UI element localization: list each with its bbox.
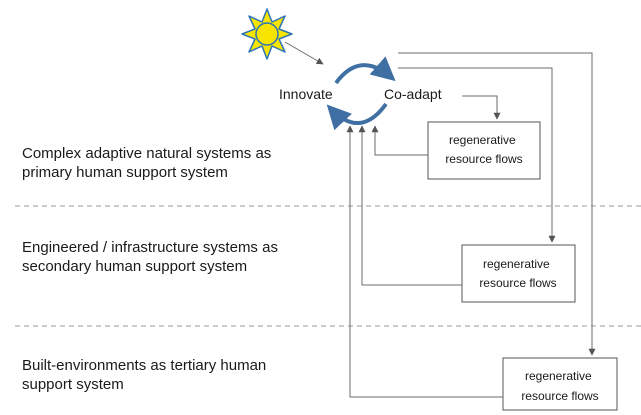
- flow-box: regenerative resource flows: [461, 244, 576, 303]
- coadapt-to-flow-1: [462, 95, 501, 120]
- flow-2-return: [358, 125, 462, 286]
- flow-box: regenerative resource flows: [427, 121, 541, 180]
- cycle-arrow-bottom: [326, 102, 388, 131]
- tier-label: Engineered / infrastructure systems as s…: [22, 239, 282, 275]
- flow-box: regenerative resource flows: [502, 357, 618, 411]
- sun-ray-arrow: [284, 41, 324, 65]
- flow-1-return: [371, 125, 428, 156]
- flow-3-return: [346, 125, 503, 398]
- innovate-coadapt-cycle: Innovate Co-adapt: [279, 56, 442, 131]
- tier-label: Complex adaptive natural systems as prim…: [22, 145, 275, 181]
- svg-text:regenerative resource fl: regenerative resource flows: [479, 257, 556, 290]
- innovate-label: Innovate: [279, 86, 333, 102]
- flow-connectors: [346, 52, 596, 398]
- svg-text:regenerative resource fl: regenerative resource flows: [521, 369, 598, 403]
- svg-text:regenerative resource fl: regenerative resource flows: [445, 133, 522, 166]
- cycle-to-flow-3: [398, 52, 596, 356]
- cycle-arrow-top: [334, 56, 396, 85]
- sun-icon: [241, 8, 293, 60]
- tier-label: Built-environments as tertiary human sup…: [22, 357, 270, 393]
- coadapt-label: Co-adapt: [384, 86, 442, 102]
- cycle-to-flow-2: [398, 67, 556, 243]
